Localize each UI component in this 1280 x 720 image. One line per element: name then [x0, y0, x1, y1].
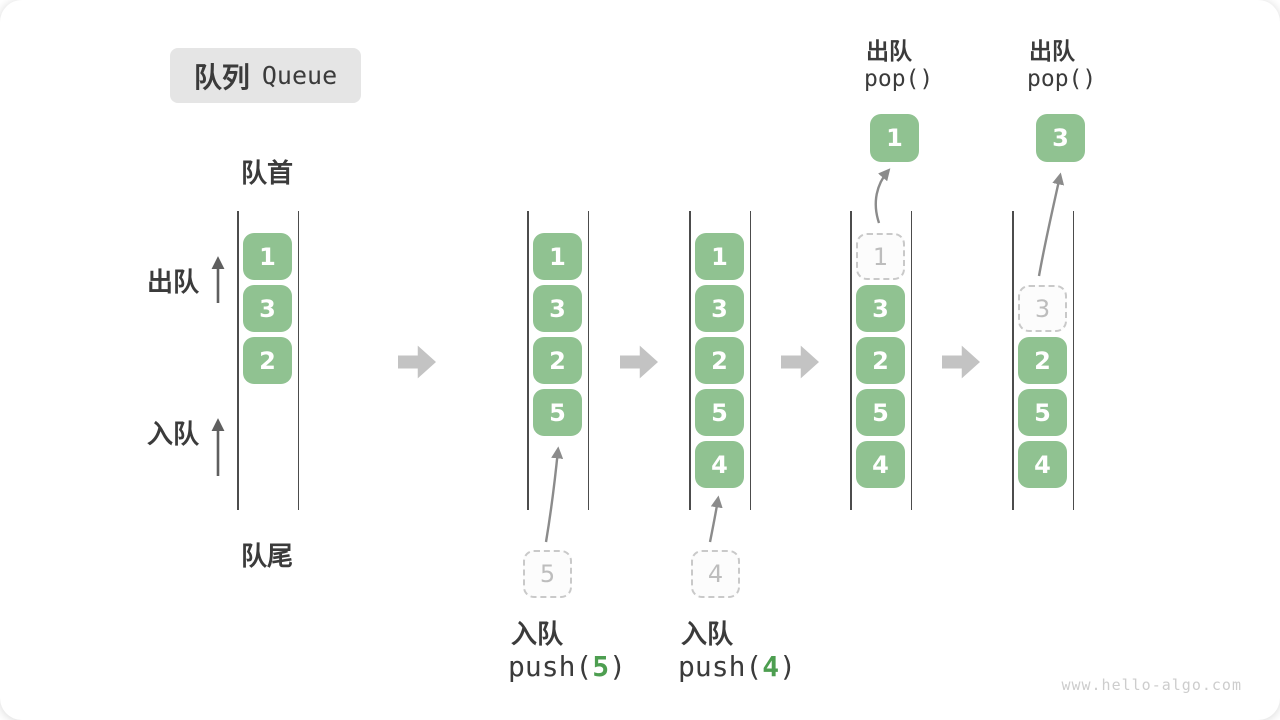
op-code-push-5: push(5): [508, 650, 626, 683]
popped-element-box: 3: [1036, 114, 1085, 162]
code-arg: 4: [762, 650, 780, 683]
code-close: ): [779, 650, 797, 683]
figure-title-zh: 队列: [193, 61, 250, 93]
queue-cell: 5: [533, 389, 582, 436]
queue-cell: 3: [695, 285, 744, 332]
queue-state-2: 1 3 2 5: [527, 211, 589, 510]
queue-wall-right: [587, 211, 589, 510]
queue-wall-left: [689, 211, 691, 510]
queue-cell-removed: 3: [1018, 285, 1067, 332]
op-label-dequeue: 出队: [866, 38, 912, 64]
queue-cell: 1: [243, 233, 292, 280]
figure-title: 队列 Queue: [170, 48, 361, 103]
queue-wall-right: [910, 211, 912, 510]
queue-state-3: 1 3 2 5 4: [689, 211, 751, 510]
flow-arrow-icon: [942, 345, 980, 379]
code-close: ): [609, 650, 627, 683]
label-queue-front: 队首: [241, 158, 294, 188]
flow-arrow-icon: [620, 345, 658, 379]
flow-arrow-icon: [398, 345, 436, 379]
label-dequeue-side: 出队: [147, 267, 200, 297]
queue-state-5: 3 2 5 4: [1012, 211, 1074, 510]
queue-cell: 2: [695, 337, 744, 384]
queue-state-1: 1 3 2: [237, 211, 299, 510]
op-code-push-4: push(4): [678, 650, 796, 683]
queue-cell: 1: [533, 233, 582, 280]
op-label-dequeue: 出队: [1029, 38, 1075, 64]
queue-cell: 4: [1018, 441, 1067, 488]
queue-state-4: 1 3 2 5 4: [850, 211, 912, 510]
queue-cell: 5: [856, 389, 905, 436]
queue-cell: 4: [695, 441, 744, 488]
op-label-enqueue: 入队: [511, 619, 564, 649]
op-label-enqueue: 入队: [681, 619, 734, 649]
queue-cell: 4: [856, 441, 905, 488]
queue-wall-right: [1072, 211, 1074, 510]
label-queue-rear: 队尾: [241, 541, 294, 571]
watermark: www.hello-algo.com: [1061, 676, 1242, 694]
queue-cell: 2: [243, 337, 292, 384]
code-fn: push(: [508, 650, 593, 683]
code-fn: push(: [678, 650, 763, 683]
queue-cell-removed: 1: [856, 233, 905, 280]
queue-cell: 5: [695, 389, 744, 436]
queue-cell: 2: [856, 337, 905, 384]
label-enqueue-side: 入队: [147, 419, 200, 449]
queue-wall-left: [237, 211, 239, 510]
queue-cell: 3: [856, 285, 905, 332]
queue-cell: 1: [695, 233, 744, 280]
op-code-pop: pop(): [864, 66, 934, 92]
queue-cell: 2: [1018, 337, 1067, 384]
queue-wall-right: [749, 211, 751, 510]
queue-cell: 5: [1018, 389, 1067, 436]
queue-cell: 3: [243, 285, 292, 332]
flow-arrow-icon: [781, 345, 819, 379]
queue-cell: 3: [533, 285, 582, 332]
queue-wall-left: [1012, 211, 1014, 510]
queue-cell: 2: [533, 337, 582, 384]
queue-wall-left: [850, 211, 852, 510]
queue-wall-left: [527, 211, 529, 510]
pending-enqueue-box: 4: [691, 550, 740, 598]
code-arg: 5: [592, 650, 610, 683]
pending-enqueue-box: 5: [523, 550, 572, 598]
popped-element-box: 1: [870, 114, 919, 162]
op-code-pop: pop(): [1027, 66, 1097, 92]
queue-wall-right: [297, 211, 299, 510]
figure-title-en: Queue: [261, 61, 338, 90]
